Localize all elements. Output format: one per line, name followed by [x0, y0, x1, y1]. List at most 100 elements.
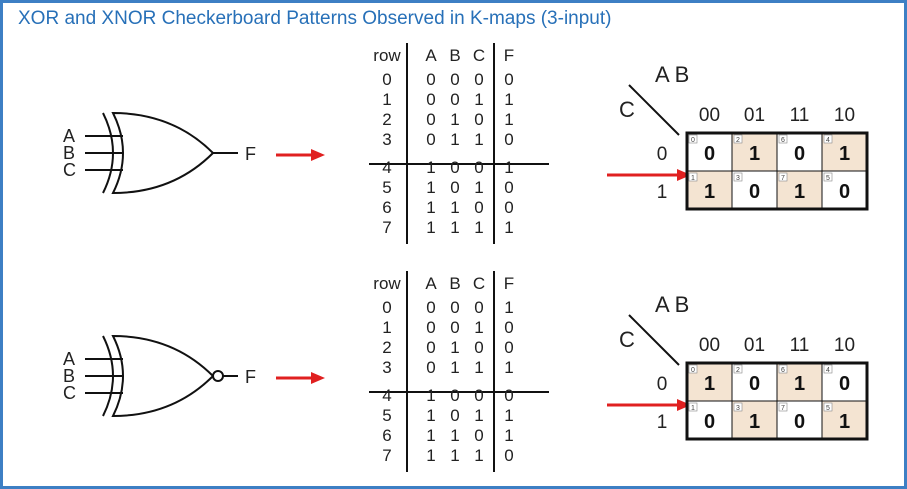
kmap-cell-index-box	[733, 364, 743, 374]
kmap-col-label: 11	[790, 105, 810, 126]
table-cell: 1	[474, 130, 483, 149]
kmap-col-label: 01	[744, 335, 765, 356]
kmap-cell-index-box	[688, 134, 698, 144]
header-C: C	[473, 46, 485, 65]
table-cell: 0	[474, 298, 483, 317]
arrow-head	[677, 399, 691, 411]
kmap-cell-value: 1	[794, 181, 805, 203]
input-label-b: B	[63, 366, 75, 386]
kmap-col-label: 11	[790, 335, 810, 356]
header-B: B	[449, 274, 460, 293]
table-cell: 6	[382, 198, 391, 217]
kmap-cell-value: 1	[749, 411, 760, 433]
kmap-cell-value: 0	[749, 373, 760, 395]
table-cell: 0	[382, 70, 391, 89]
kmap-cell-index-box	[688, 402, 698, 412]
kmap-top-var: A B	[655, 62, 689, 87]
gate-body	[111, 334, 215, 418]
table-cell: 0	[426, 338, 435, 357]
table-cell: 1	[474, 218, 483, 237]
input-label-c: C	[63, 383, 76, 403]
table-cell: 1	[504, 218, 513, 237]
header-row: row	[373, 46, 401, 65]
table-cell: 1	[450, 110, 459, 129]
table-cell: 1	[474, 178, 483, 197]
table-cell: 2	[382, 110, 391, 129]
kmap-corner-line	[628, 84, 680, 136]
table-cell: 0	[382, 298, 391, 317]
table-cell: 0	[474, 338, 483, 357]
header-A: A	[425, 274, 437, 293]
diagram-title: XOR and XNOR Checkerboard Patterns Obser…	[18, 8, 612, 29]
header-C: C	[473, 274, 485, 293]
kmap-cell-index-box	[778, 172, 788, 182]
kmap-cell-index: 1	[691, 175, 695, 182]
table-cell: 1	[504, 358, 513, 377]
table-cell: 0	[450, 318, 459, 337]
table-cell: 0	[504, 318, 513, 337]
kmap-cell-index: 4	[826, 137, 830, 144]
input-label-a: A	[63, 126, 75, 146]
table-cell: 1	[426, 198, 435, 217]
arrow-head	[677, 169, 691, 181]
kmap-row-label: 0	[657, 374, 668, 395]
input-label-b: B	[63, 143, 75, 163]
kmap-cell-index: 6	[781, 137, 785, 144]
table-cell: 1	[450, 446, 459, 465]
table-cell: 1	[426, 406, 435, 425]
table-cell: 1	[474, 446, 483, 465]
kmap-cell-index-box	[823, 134, 833, 144]
table-cell: 1	[504, 298, 513, 317]
table-cell: 7	[382, 218, 391, 237]
arrow-head	[311, 149, 325, 161]
table-cell: 3	[382, 358, 391, 377]
kmap-cell-index-box	[778, 402, 788, 412]
table-cell: 1	[504, 90, 513, 109]
kmap-cell-index-box	[733, 134, 743, 144]
kmap-cell-index: 4	[826, 367, 830, 374]
table-cell: 1	[474, 406, 483, 425]
table-cell: 1	[474, 358, 483, 377]
table-cell: 3	[382, 130, 391, 149]
table-cell: 0	[426, 110, 435, 129]
table-cell: 0	[450, 158, 459, 177]
table-cell: 1	[450, 426, 459, 445]
kmap-cell-value: 1	[839, 411, 850, 433]
kmap-cell-index-box	[823, 402, 833, 412]
kmap-cell-value: 1	[704, 181, 715, 203]
table-cell: 0	[504, 178, 513, 197]
kmap-cell-index-box	[778, 364, 788, 374]
header-B: B	[449, 46, 460, 65]
kmap-cell-value: 0	[839, 181, 850, 203]
kmap-col-label: 00	[699, 105, 720, 126]
kmap-cell-value: 0	[794, 143, 805, 165]
kmap-cell-index: 3	[736, 175, 740, 182]
table-cell: 1	[450, 198, 459, 217]
kmap-cell-index: 6	[781, 367, 785, 374]
table-cell: 0	[504, 338, 513, 357]
table-cell: 5	[382, 406, 391, 425]
table-cell: 0	[450, 90, 459, 109]
table-cell: 1	[504, 426, 513, 445]
kmap-cell-value: 1	[839, 143, 850, 165]
table-cell: 0	[504, 198, 513, 217]
kmap-cell-value: 0	[704, 411, 715, 433]
kmap-cell-index: 0	[691, 137, 695, 144]
gate-body	[111, 111, 215, 195]
kmap-cell-value: 1	[794, 373, 805, 395]
table-cell: 0	[426, 90, 435, 109]
table-cell: 0	[474, 110, 483, 129]
kmap-cell-value: 0	[794, 411, 805, 433]
table-cell: 1	[504, 406, 513, 425]
table-cell: 0	[426, 318, 435, 337]
kmap-cell-value: 0	[749, 181, 760, 203]
kmap-cell-index: 0	[691, 367, 695, 374]
table-cell: 1	[426, 218, 435, 237]
table-cell: 1	[474, 318, 483, 337]
kmap-cell-index-box	[823, 364, 833, 374]
table-cell: 1	[450, 358, 459, 377]
